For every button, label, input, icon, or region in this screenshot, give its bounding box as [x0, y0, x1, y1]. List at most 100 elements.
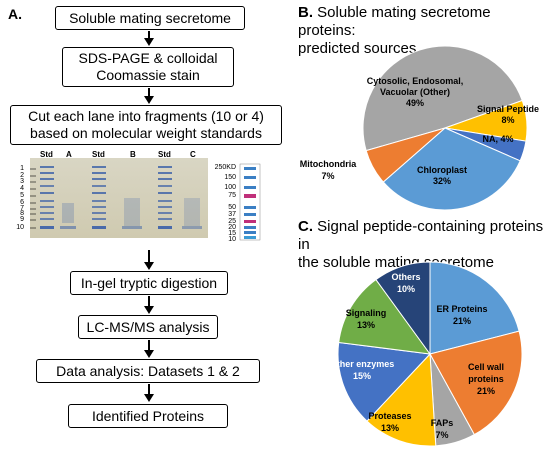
pie-c-label-cell-wall-line1: Cell wall — [468, 362, 504, 372]
pie-c-slice-other-enzymes — [337, 341, 432, 422]
pie-c-slice-signaling — [338, 278, 432, 355]
pie-b-label-mitochondria: Mitochondria — [300, 159, 357, 169]
step-5-text: LC-MS/MS analysis — [86, 318, 210, 335]
panel-a-label: A. — [8, 6, 22, 22]
marker-label-250: 250KD — [214, 164, 236, 171]
pie-c-slice-others — [375, 261, 431, 356]
step-3-text-line2: based on molecular weight standards — [30, 125, 262, 141]
marker-label-10: 10 — [228, 236, 236, 243]
fragment-label-3: 3 — [20, 178, 24, 185]
gel-lane-label-a: A — [66, 150, 72, 159]
pie-b-label-other-line1: Cytosolic, Endosomal, — [367, 76, 464, 86]
pie-c-label-others-pct: 10% — [397, 284, 415, 294]
step-in-gel-digestion: In-gel tryptic digestion — [70, 271, 228, 295]
arrow-3 — [144, 250, 154, 270]
pie-c-label-other-enzymes-pct: 15% — [353, 371, 371, 381]
fragment-label-8: 8 — [20, 210, 24, 217]
panel-b-label: B. — [298, 4, 313, 21]
lane-c — [182, 198, 202, 229]
pie-c-label-er: ER Proteins — [436, 304, 487, 314]
marker-label-100: 100 — [224, 184, 236, 191]
fragment-label-9: 9 — [20, 216, 24, 223]
fragment-label-2: 2 — [20, 172, 24, 179]
pie-b-label-na: NA, 4% — [482, 134, 513, 144]
pie-c-label-faps-pct: 7% — [435, 430, 448, 440]
gel-image — [0, 148, 280, 248]
step-1-text: Soluble mating secretome — [69, 9, 231, 26]
marker-label-50: 50 — [228, 204, 236, 211]
step-7-text: Identified Proteins — [91, 407, 205, 424]
fragment-label-10: 10 — [16, 224, 24, 231]
gel-lane-label-c: C — [190, 150, 196, 159]
pie-b-slice-mitochondria — [365, 127, 446, 183]
marker-label-37: 37 — [228, 211, 236, 218]
panel-c-title-line1: Signal peptide-containing proteins in — [298, 218, 544, 253]
marker-label-15: 15 — [228, 230, 236, 237]
pie-chart-b: Cytosolic, Endosomal,Vacuolar (Other)49%… — [300, 45, 539, 211]
fragment-label-1: 1 — [20, 165, 24, 172]
step-soluble-mating-secretome: Soluble mating secretome — [55, 6, 245, 30]
pie-c-slice-er-proteins — [429, 261, 520, 355]
lane-std-2 — [92, 166, 106, 229]
lane-std-1 — [40, 166, 54, 229]
fragment-label-4: 4 — [20, 185, 24, 192]
pie-c-label-signaling: Signaling — [346, 308, 387, 318]
panel-b-heading: B. Soluble mating secretome proteins: pr… — [298, 4, 548, 58]
marker-label-150: 150 — [224, 174, 236, 181]
step-identified-proteins: Identified Proteins — [68, 404, 228, 428]
lane-std-3 — [158, 166, 172, 229]
step-lc-ms: LC-MS/MS analysis — [78, 315, 218, 339]
step-6-text: Data analysis: Datasets 1 & 2 — [56, 362, 240, 379]
pie-c-label-faps: FAPs — [431, 418, 454, 428]
step-4-text: In-gel tryptic digestion — [80, 274, 218, 291]
step-data-analysis: Data analysis: Datasets 1 & 2 — [36, 359, 260, 383]
step-sds-page: SDS-PAGE & colloidal Coomassie stain — [62, 47, 234, 87]
pie-c-slice-proteases — [366, 352, 437, 447]
pie-b-label-other-line2: Vacuolar (Other) — [380, 87, 450, 97]
pie-b-label-signal-peptide: Signal Peptide — [477, 104, 539, 114]
step-2-text-line2: Coomassie stain — [96, 67, 200, 83]
step-3-text-line1: Cut each lane into fragments (10 or 4) — [28, 108, 264, 124]
pie-c-label-signaling-pct: 13% — [357, 320, 375, 330]
step-cut-lanes: Cut each lane into fragments (10 or 4) b… — [10, 105, 282, 145]
pie-c-label-proteases: Proteases — [368, 411, 411, 421]
pie-c-label-cell-wall-pct: 21% — [477, 386, 495, 396]
fragment-label-5: 5 — [20, 192, 24, 199]
pie-c-slice-cell-wall-proteins — [429, 330, 523, 436]
pie-b-label-chloroplast: Chloroplast — [417, 165, 467, 175]
gel-lane-label-std-1: Std — [40, 150, 53, 159]
panel-b-title-line1: Soluble mating secretome proteins: — [298, 4, 491, 39]
pie-chart-c: ER Proteins 21% Cell wall proteins 21% FAPs 7%… — [330, 261, 523, 447]
marker-bands — [244, 167, 256, 239]
panel-b-title-line2: predicted sources — [298, 40, 417, 57]
gel-lane-label-std-3: Std — [158, 150, 171, 159]
pie-c-label-other-enzymes: Other enzymes — [330, 359, 395, 369]
arrow-6 — [144, 384, 154, 402]
pie-b-label-other-pct: 49% — [406, 98, 424, 108]
pie-b-label-signal-peptide-pct: 8% — [501, 115, 514, 125]
pie-b-slice-chloroplast — [382, 127, 521, 211]
panel-c-label: C. — [298, 218, 313, 235]
pie-c-label-proteases-pct: 13% — [381, 423, 399, 433]
lane-b — [122, 198, 142, 229]
marker-label-20: 20 — [228, 224, 236, 231]
arrow-5 — [144, 340, 154, 358]
gel-lane-label-b: B — [130, 150, 136, 159]
fragment-label-6: 6 — [20, 199, 24, 206]
gel-svg — [30, 158, 261, 241]
pie-c-label-er-pct: 21% — [453, 316, 471, 326]
pie-c-label-others: Others — [391, 272, 420, 282]
pie-b-label-mitochondria-pct: 7% — [321, 171, 334, 181]
marker-label-75: 75 — [228, 192, 236, 199]
arrow-4 — [144, 296, 154, 314]
lane-a — [60, 203, 76, 229]
marker-label-25: 25 — [228, 218, 236, 225]
arrow-1 — [144, 31, 154, 46]
pie-b-label-chloroplast-pct: 32% — [433, 176, 451, 186]
arrow-2 — [144, 88, 154, 104]
fragment-ticks — [30, 168, 36, 229]
gel-lane-label-std-2: Std — [92, 150, 105, 159]
pie-c-label-cell-wall-line2: proteins — [468, 374, 504, 384]
step-2-text-line1: SDS-PAGE & colloidal — [78, 50, 218, 66]
pie-b-slice-cytosolic-endosomal-vacuolar-other — [362, 45, 523, 152]
